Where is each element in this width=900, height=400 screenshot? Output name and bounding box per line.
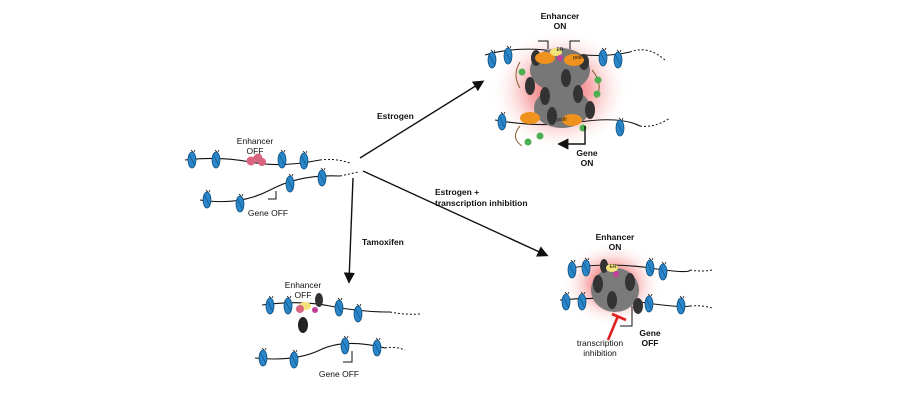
arrow-label-inhibition-line1: Estrogen + xyxy=(435,187,480,197)
nucleosome xyxy=(211,149,221,169)
rna-factor xyxy=(593,90,601,98)
inhibition-gene-title: Gene xyxy=(639,328,661,338)
mediator xyxy=(525,77,535,95)
dna-strand-lower-tail xyxy=(339,171,359,177)
dna-strand-tail xyxy=(689,269,713,272)
rna-factor xyxy=(524,138,532,146)
nucleosome xyxy=(317,167,327,187)
dna-strand-upper-tail xyxy=(389,311,421,315)
mediator xyxy=(573,85,583,103)
dna-strand-upper-tail xyxy=(319,158,351,164)
tamoxifen-enhancer-title: Enhancer xyxy=(284,280,322,290)
start-enhancer-title: Enhancer xyxy=(236,136,274,146)
rna-factor xyxy=(594,76,602,84)
nucleosome xyxy=(353,303,363,323)
nucleosome xyxy=(299,150,309,170)
nucleosome xyxy=(285,173,295,193)
estrogen-er-label: ER xyxy=(556,47,564,53)
mediator xyxy=(625,273,635,291)
estrogen-polii-label-bottom: polII xyxy=(557,117,567,123)
er-complex xyxy=(606,264,618,272)
polii-complex xyxy=(535,52,555,64)
nucleosome xyxy=(676,295,686,315)
tamoxifen-panel xyxy=(254,293,421,369)
dna-strand-lower-tail xyxy=(384,346,406,351)
nucleosome xyxy=(340,335,350,355)
nucleosome xyxy=(265,295,275,315)
gene-off-tss xyxy=(620,306,633,327)
nucleosome xyxy=(289,349,299,369)
dna-strand-lower xyxy=(254,342,386,360)
corepressor xyxy=(315,293,323,307)
nucleosome xyxy=(187,149,197,169)
start-enhancer-state: OFF xyxy=(246,146,264,156)
dna-strand-upper xyxy=(261,302,391,313)
nascent-rna xyxy=(515,61,521,89)
tamoxifen-enhancer-state: OFF xyxy=(294,290,312,300)
er-complex xyxy=(613,271,619,277)
estrogen-enhancer-title: Enhancer xyxy=(540,11,580,21)
enhancer-factor xyxy=(258,158,266,166)
polii-complex xyxy=(564,54,584,66)
mediator xyxy=(547,107,557,125)
arrow-label-tamoxifen: Tamoxifen xyxy=(362,237,404,247)
dna-strand-tail xyxy=(689,305,713,309)
mediator xyxy=(633,298,643,314)
nucleosome xyxy=(258,347,268,367)
polii-complex xyxy=(520,112,540,124)
arrow-estrogen xyxy=(359,80,485,159)
arrow-tamoxifen xyxy=(343,177,355,284)
inhibition-gene-state: OFF xyxy=(641,338,659,348)
mediator xyxy=(585,101,595,119)
estrogen-polii-label-top: polII xyxy=(573,55,583,61)
arrow-estrogen-inhibition xyxy=(362,170,549,257)
mediator xyxy=(607,291,617,309)
dna-strand-tail xyxy=(639,117,671,127)
mediator xyxy=(593,275,603,293)
tss-arrow-top xyxy=(569,40,580,49)
start-gene-label: Gene OFF xyxy=(247,208,289,218)
enhancer-factor xyxy=(296,305,304,313)
arrow-label-inhibition-line2: transcription inhibition xyxy=(435,198,528,208)
tss-arrow xyxy=(268,191,277,200)
er-complex xyxy=(312,307,318,313)
estrogen-gene-state: ON xyxy=(580,158,594,168)
er-complex xyxy=(557,55,563,61)
nascent-rna xyxy=(515,125,523,147)
nucleosome xyxy=(372,337,382,357)
er-complex xyxy=(550,48,562,56)
tss-arrow-top xyxy=(538,40,549,49)
inhibition-caption-line1: transcription xyxy=(576,338,624,348)
mediator xyxy=(600,259,608,273)
mediator xyxy=(561,69,571,87)
tss-arrow xyxy=(343,351,353,363)
inhibition-panel xyxy=(559,242,713,341)
corepressor xyxy=(298,317,308,333)
rna-factor xyxy=(536,132,544,140)
inhibition-enhancer-title: Enhancer xyxy=(595,232,635,242)
nucleosome xyxy=(202,189,212,209)
estrogen-enhancer-state: ON xyxy=(553,21,567,31)
dna-strand-tail xyxy=(629,49,666,61)
estrogen-panel xyxy=(484,28,671,152)
nucleosome xyxy=(334,297,344,317)
polii-complex xyxy=(562,114,582,126)
estrogen-gene-title: Gene xyxy=(576,148,598,158)
arrow-label-estrogen: Estrogen xyxy=(377,111,414,121)
inhibition-bar-head xyxy=(611,312,627,322)
inhibition-er-label: ER xyxy=(609,264,617,270)
enhancer-factor xyxy=(246,156,256,166)
rna-factor xyxy=(518,68,526,76)
mediator xyxy=(540,87,550,105)
gene-on-arrow xyxy=(557,126,586,150)
start-panel xyxy=(184,149,359,213)
inhibition-bar-stem xyxy=(606,315,620,341)
dna-strand-lower xyxy=(199,175,341,203)
nucleosome xyxy=(658,261,668,281)
inhibition-enhancer-state: ON xyxy=(608,242,622,252)
tamoxifen-gene-label: Gene OFF xyxy=(318,369,360,379)
inhibition-caption-line2: inhibition xyxy=(583,348,617,358)
